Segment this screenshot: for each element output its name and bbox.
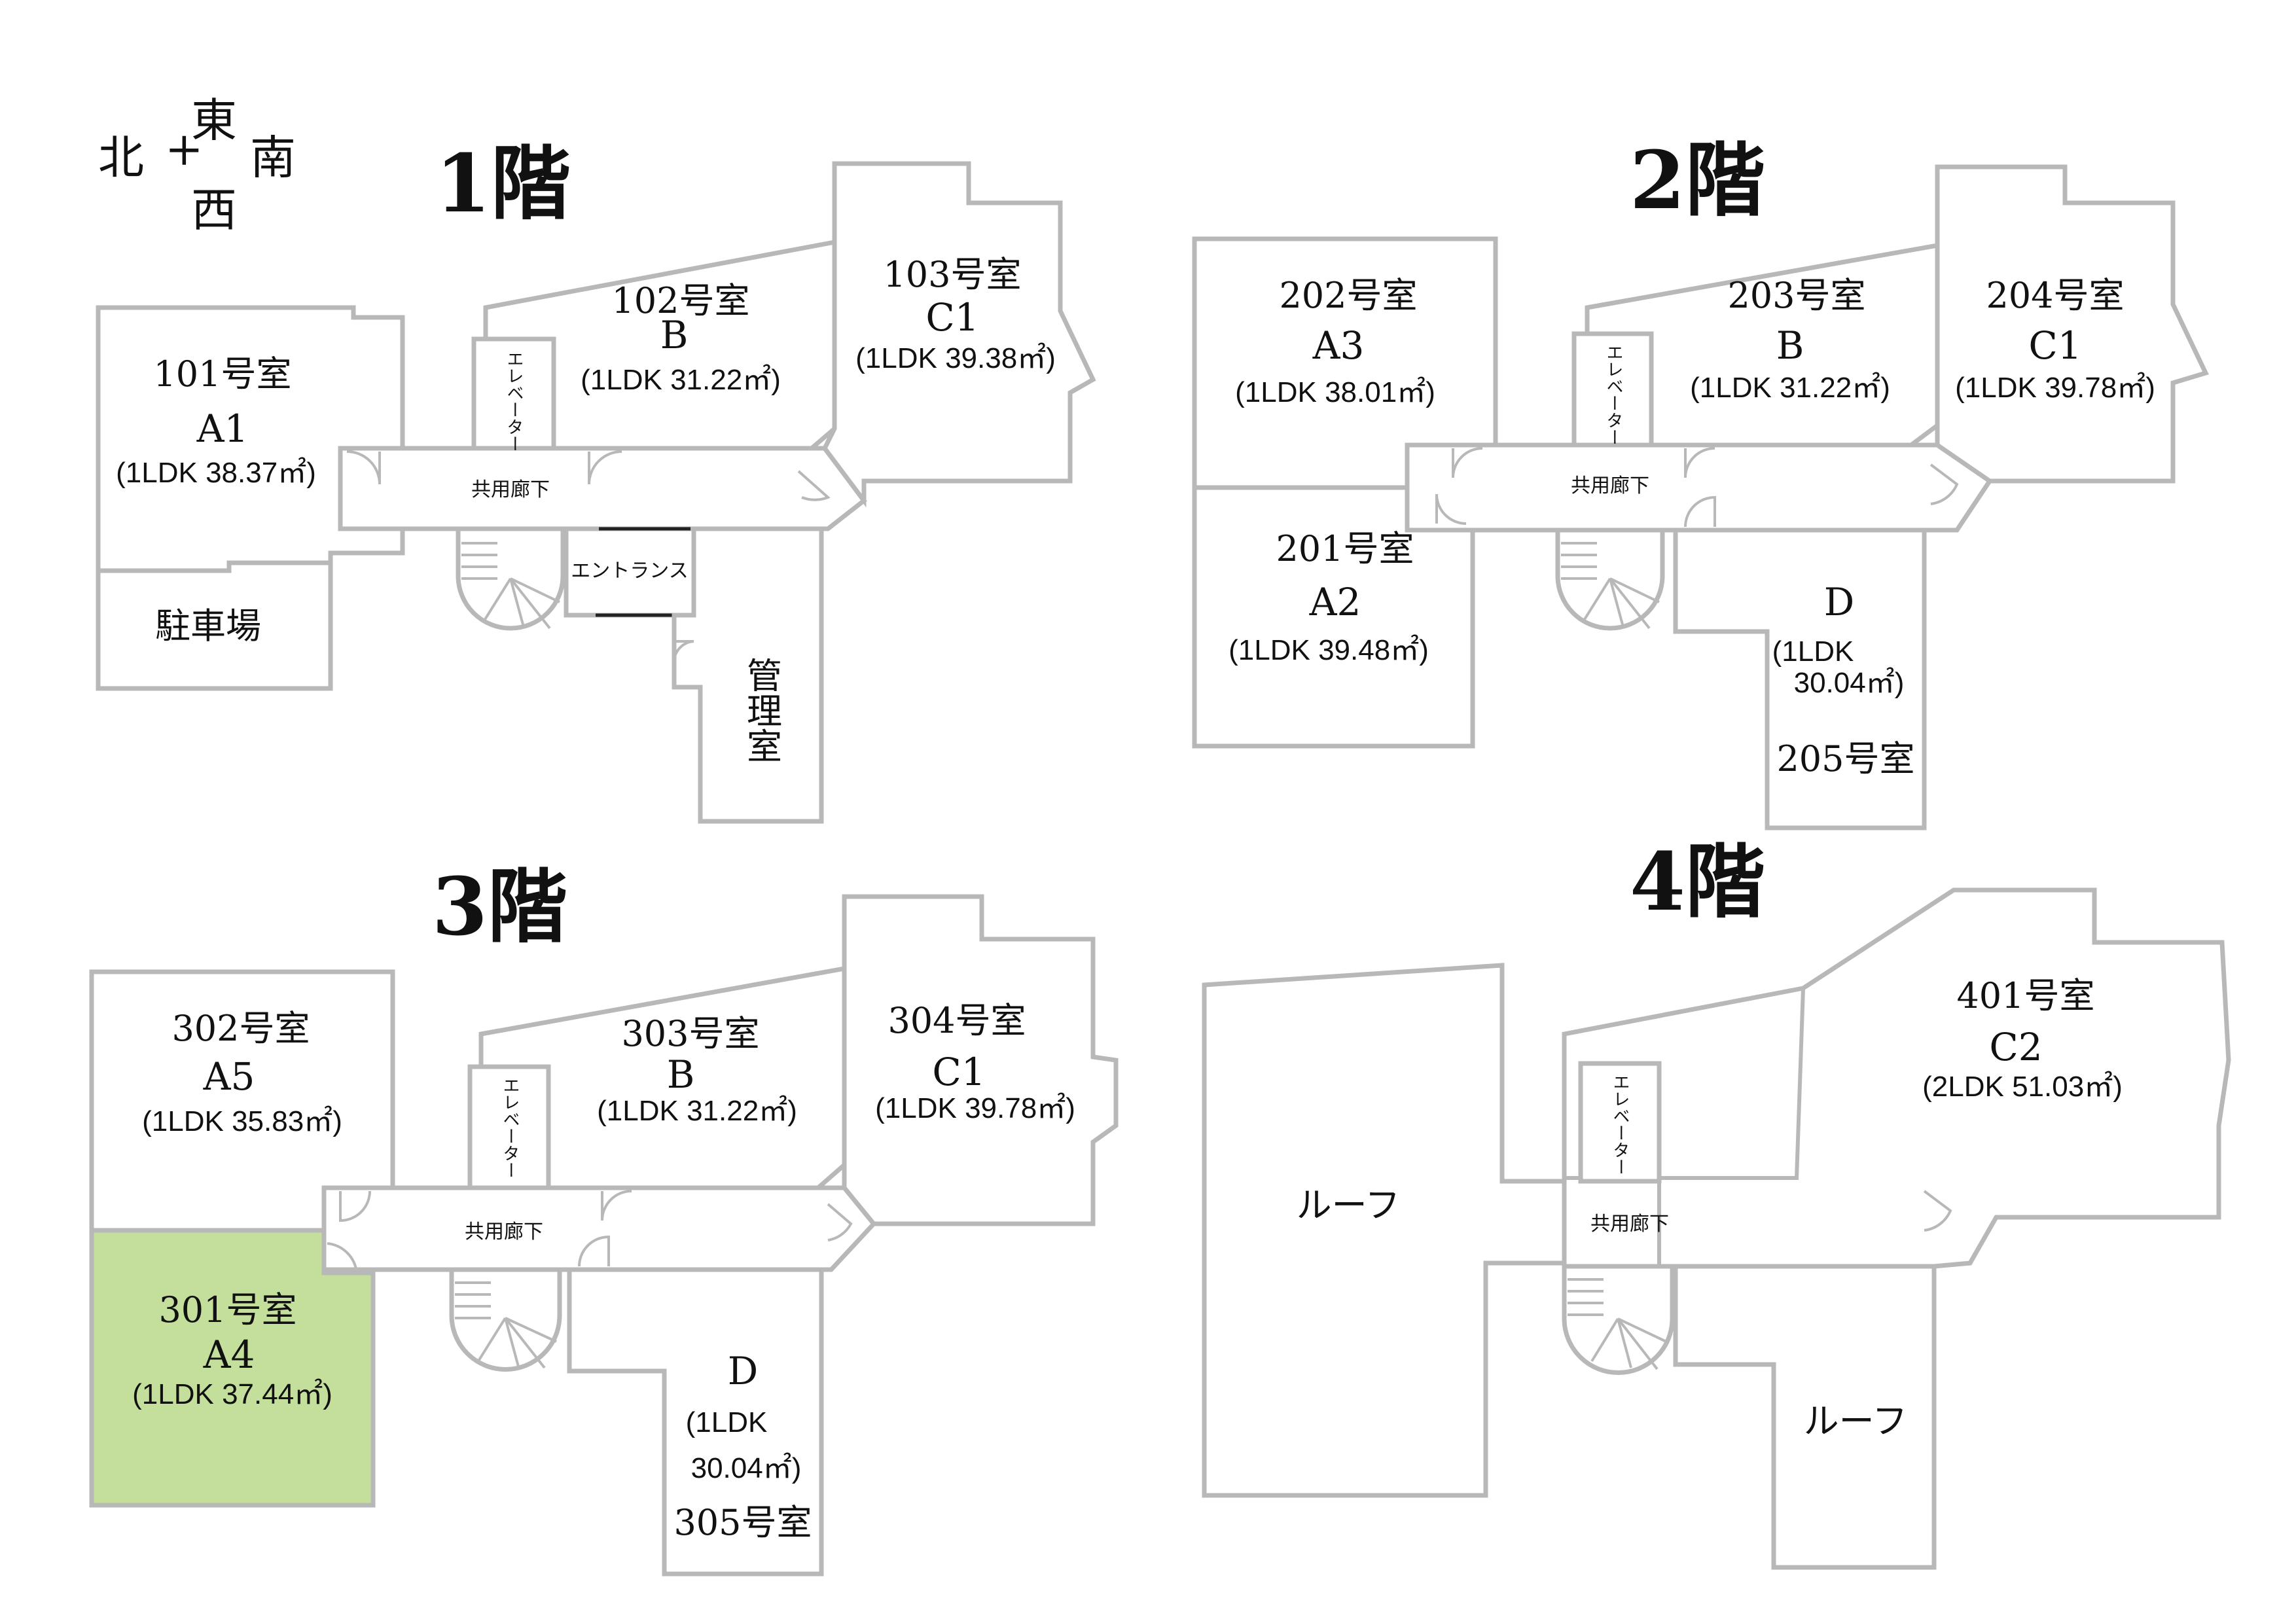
stairs-1 [456, 526, 565, 631]
room-203-type: B [1776, 323, 1804, 368]
room-204 [1935, 164, 2209, 484]
room-205-type: D [1824, 580, 1855, 624]
elevator-2-label: エレベーター [1604, 344, 1623, 446]
room-203-number: 203号室 [1727, 275, 1865, 316]
corridor-4-label: 共用廊下 [1590, 1213, 1669, 1236]
floor-1-title: 1階 [435, 136, 571, 230]
room-205-size-1: (1LDK [1772, 635, 1854, 668]
floor-3-title: 3階 [432, 859, 567, 954]
room-101-number: 101号室 [153, 353, 291, 395]
floor-2-labels: 202号室 A3 (1LDK 38.01㎡) 201号室 A2 (1LDK 39… [1229, 275, 2155, 779]
compass-west: 西 [191, 183, 237, 237]
room-202-size: (1LDK 38.01㎡) [1235, 376, 1435, 408]
office-1 [672, 526, 824, 824]
compass: 北 + 東 南 西 [98, 94, 296, 237]
room-102-number: 102号室 [611, 280, 749, 321]
room-101-type: A1 [196, 406, 249, 451]
parking-label: 駐車場 [155, 605, 261, 647]
room-301-number: 301号室 [158, 1289, 296, 1330]
floor-2: 2階 [1192, 133, 2209, 830]
room-301-type: A4 [203, 1332, 255, 1377]
elevator-1 [471, 336, 556, 451]
room-205 [1673, 527, 1927, 830]
elevator-3 [467, 1064, 551, 1190]
roof-2 [1673, 1264, 1937, 1570]
elevator-2 [1571, 331, 1654, 448]
room-102-size: (1LDK 31.22㎡) [581, 364, 781, 396]
room-202-number: 202号室 [1279, 275, 1417, 316]
room-305-size-2: 30.04㎡) [691, 1452, 802, 1484]
room-401-type: C2 [1989, 1025, 2042, 1069]
floor-4-labels: 401号室 C2 (2LDK 51.03㎡) ルーフ ルーフ 共用廊下 エレベー… [1297, 975, 2123, 1442]
floor-3: 3階 [89, 859, 1119, 1577]
room-304-number: 304号室 [888, 1000, 1026, 1041]
room-305-type: D [728, 1349, 759, 1393]
roof-1-label: ルーフ [1297, 1185, 1401, 1226]
stairs-4 [1562, 1264, 1675, 1375]
floor-4: 4階 [1202, 834, 2231, 1570]
room-203-size: (1LDK 31.22㎡) [1690, 372, 1890, 404]
compass-center: + [165, 122, 204, 176]
room-202-type: A3 [1312, 323, 1365, 368]
stairs-3 [449, 1267, 562, 1372]
floor-1: 1階 [96, 136, 1096, 824]
floor-1-labels: 101号室 A1 (1LDK 38.37㎡) 102号室 B (1LDK 31.… [116, 254, 1056, 763]
room-302-type: A5 [203, 1054, 255, 1099]
room-305 [567, 1267, 824, 1577]
room-401 [1562, 887, 2231, 1269]
room-205-number: 205号室 [1776, 738, 1914, 779]
room-401-size: (2LDK 51.03㎡) [1922, 1071, 2123, 1103]
room-303-number: 303号室 [621, 1013, 759, 1054]
compass-south: 南 [250, 131, 296, 185]
floor-4-title: 4階 [1630, 834, 1765, 929]
roof-2-label: ルーフ [1804, 1400, 1908, 1442]
room-201-number: 201号室 [1276, 528, 1414, 569]
room-304-type: C1 [932, 1050, 985, 1094]
elevator-1-label: エレベーター [504, 350, 524, 452]
room-205-size-2: 30.04㎡) [1794, 667, 1905, 699]
room-302-size: (1LDK 35.83㎡) [142, 1105, 342, 1137]
parking [96, 560, 333, 691]
room-103 [821, 161, 1096, 508]
room-201-type: A2 [1309, 580, 1361, 624]
compass-north: 北 [98, 131, 144, 185]
room-301-size: (1LDK 37.44㎡) [132, 1378, 332, 1410]
entrance-1-label: エントランス [571, 560, 688, 582]
floor-3-labels: 302号室 A5 (1LDK 35.83㎡) 301号室 A4 (1LDK 37… [132, 1000, 1075, 1543]
room-304-size: (1LDK 39.78㎡) [875, 1092, 1075, 1124]
compass-east: 東 [191, 94, 237, 147]
room-304 [842, 894, 1119, 1226]
corridor-1-label: 共用廊下 [471, 478, 550, 501]
corridor-2-label: 共用廊下 [1571, 474, 1649, 497]
room-204-size: (1LDK 39.78㎡) [1955, 372, 2155, 404]
corridor-1 [338, 446, 867, 531]
room-201-size: (1LDK 39.48㎡) [1229, 634, 1429, 666]
room-103-type: C1 [925, 295, 978, 340]
room-101 [96, 305, 405, 573]
corridor-2 [1405, 442, 1993, 533]
room-103-number: 103号室 [883, 254, 1021, 295]
elevator-4 [1578, 1061, 1662, 1184]
room-305-number: 305号室 [673, 1502, 812, 1543]
room-103-size: (1LDK 39.38㎡) [855, 342, 1056, 374]
corridor-3 [321, 1185, 877, 1272]
room-102-type: B [660, 313, 689, 357]
elevator-3-label: エレベーター [500, 1077, 520, 1179]
room-303-type: B [667, 1052, 695, 1097]
room-303-size: (1LDK 31.22㎡) [597, 1095, 797, 1127]
room-302-number: 302号室 [171, 1008, 310, 1049]
room-204-number: 204号室 [1986, 275, 2124, 316]
corridor-3-label: 共用廊下 [465, 1221, 543, 1243]
room-305-size-1: (1LDK [686, 1406, 768, 1438]
roof-1 [1202, 963, 1567, 1498]
floor-2-title: 2階 [1630, 133, 1765, 227]
room-101-size: (1LDK 38.37㎡) [116, 457, 316, 489]
stairs-2 [1555, 527, 1665, 631]
office-label: 管理室 [741, 657, 782, 763]
elevator-4-label: エレベーター [1610, 1073, 1630, 1175]
room-204-type: C1 [2028, 323, 2081, 368]
room-401-number: 401号室 [1956, 975, 2094, 1016]
